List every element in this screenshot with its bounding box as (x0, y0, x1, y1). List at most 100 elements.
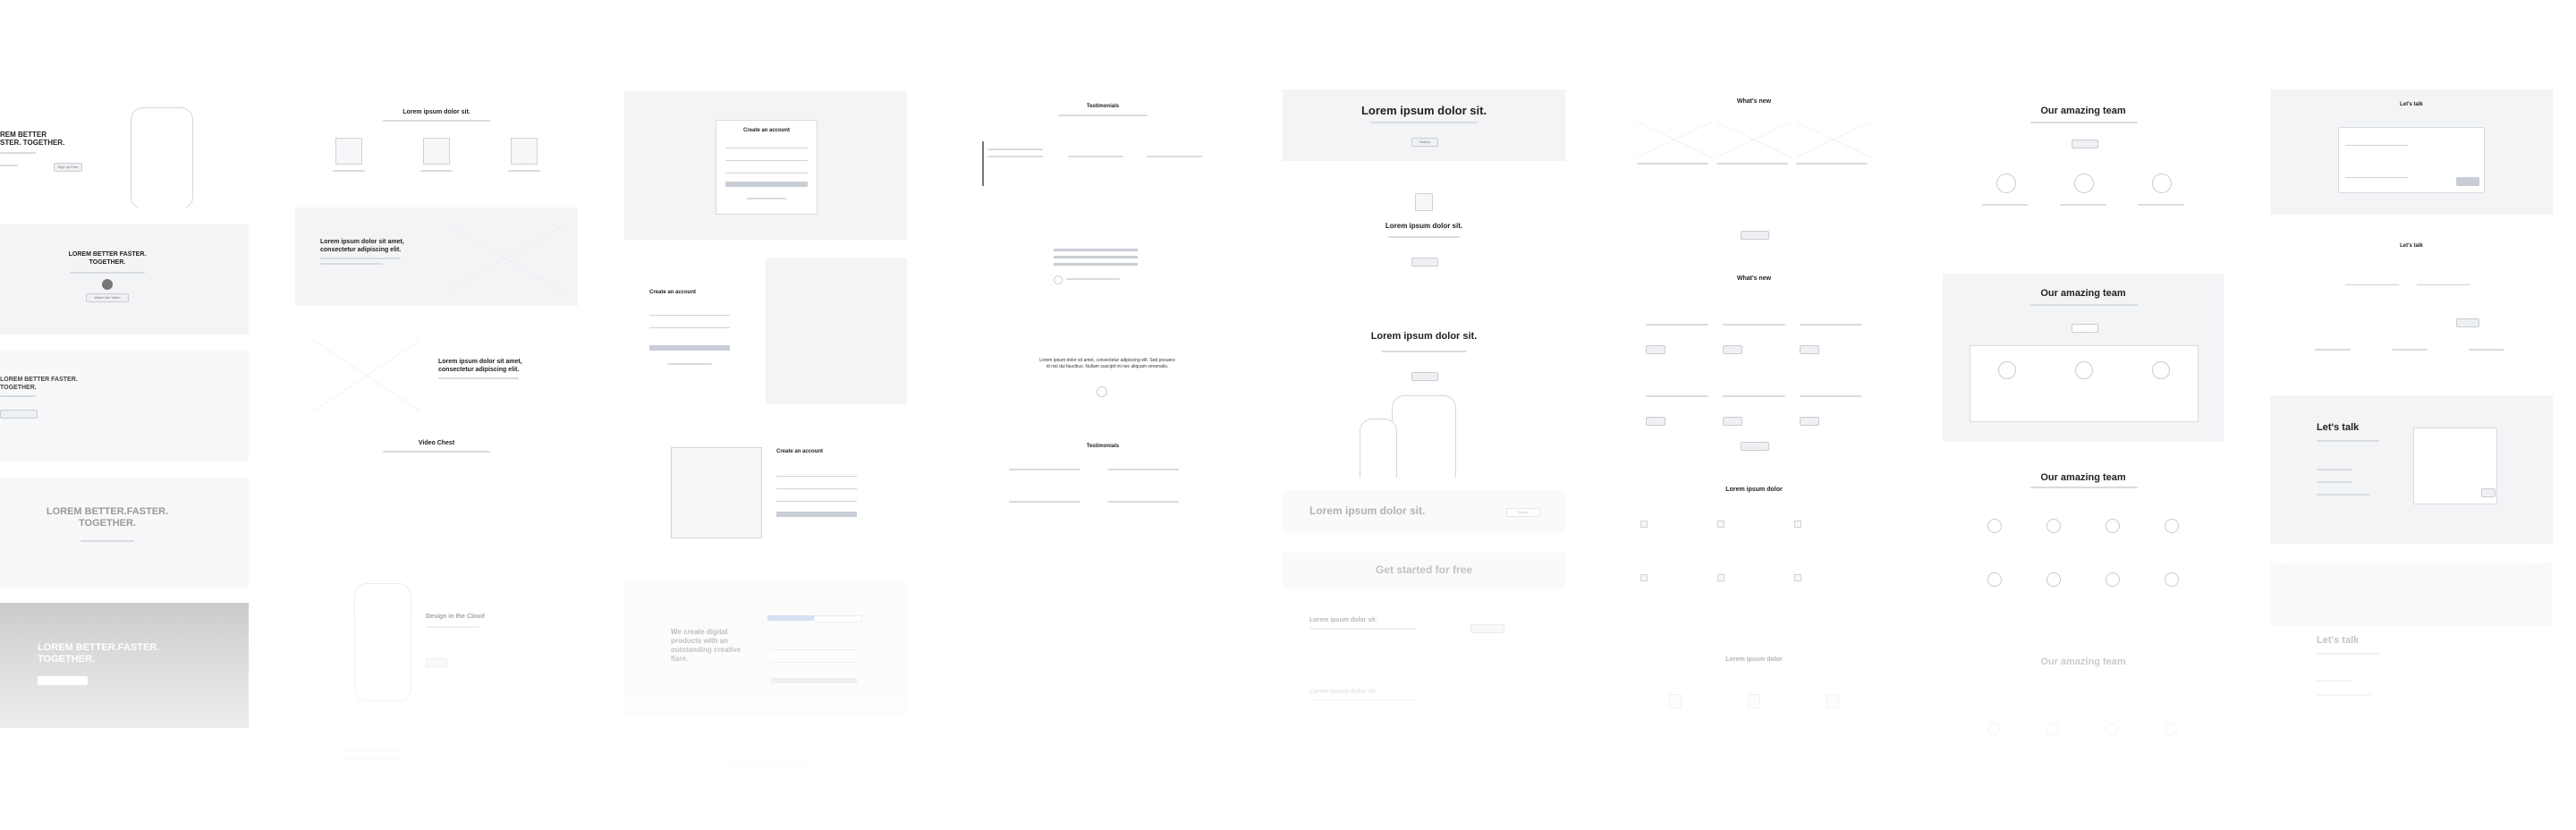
features-grid-1[interactable]: Lorem ipsum dolor (1637, 483, 1871, 626)
tab-active[interactable] (767, 615, 814, 621)
signup-form[interactable]: Create an account (716, 120, 818, 215)
submit-button[interactable] (776, 512, 857, 517)
read-button[interactable] (1723, 345, 1742, 354)
features-grid-2[interactable]: Lorem ipsum dolor (1637, 653, 1871, 787)
footer-line (45, 785, 161, 787)
email-field[interactable] (649, 309, 730, 316)
read-button[interactable] (1800, 345, 1819, 354)
hero-card-2[interactable]: LOREM BETTER FASTER. TOGETHER. Watch the… (0, 224, 249, 335)
team-card-1[interactable]: Our amazing team (1943, 91, 2224, 243)
hero-button[interactable] (38, 676, 88, 685)
column-team: Our amazing team Our amazing team Our am… (1943, 0, 2224, 830)
form-field[interactable] (771, 656, 857, 663)
center-card[interactable]: Lorem ipsum dolor sit. (1283, 188, 1565, 268)
read-button[interactable] (1646, 417, 1665, 426)
login-link[interactable] (747, 198, 786, 199)
banner-card[interactable]: Lorem ipsum dolor sit amet, consectetur … (295, 208, 578, 306)
team-card-3[interactable]: Our amazing team (1943, 465, 2224, 617)
name-field[interactable] (776, 470, 857, 477)
testimonials-card-2[interactable] (982, 236, 1224, 299)
split-card[interactable]: Lorem ipsum dolor sit amet, consectetur … (295, 331, 578, 420)
hero-card-4[interactable]: LOREM BETTER.FASTER. TOGETHER. (0, 478, 249, 589)
cta-bar-button[interactable]: Button (1506, 508, 1540, 517)
member-avatar (2046, 723, 2059, 735)
sub-card-2[interactable]: Lorem ipsum dolor sit. (1283, 680, 1565, 733)
hero-card-1[interactable]: REM BETTER STER. TOGETHER. Sign up Free (0, 91, 249, 208)
contact-card-1[interactable]: Let's talk (2270, 89, 2553, 215)
email-field[interactable] (776, 483, 857, 489)
form-field[interactable] (771, 644, 857, 650)
digital-title: We create digital products with an outst… (671, 628, 741, 663)
cta-button[interactable]: Button (1411, 138, 1438, 147)
form-field[interactable] (2417, 279, 2470, 285)
app-button[interactable] (426, 658, 447, 667)
form-title: Create an account (742, 128, 791, 133)
form-field[interactable] (2345, 279, 2399, 285)
password-field[interactable] (725, 155, 808, 161)
team-card-2[interactable]: Our amazing team (1943, 274, 2224, 442)
quote-line (1009, 501, 1080, 503)
center-button[interactable] (1411, 258, 1438, 267)
email-field[interactable] (725, 142, 808, 148)
testimonials-card-1[interactable]: Testimonials (982, 91, 1224, 199)
send-button[interactable] (2456, 318, 2479, 327)
news-text (1723, 395, 1785, 397)
cta-hero-1[interactable]: Lorem ipsum dolor sit. Button (1283, 89, 1565, 161)
login-link[interactable] (667, 363, 712, 365)
feature-text (420, 170, 453, 172)
send-button[interactable] (2456, 177, 2479, 186)
features-title: Lorem ipsum dolor (1725, 487, 1783, 493)
contact-card-3[interactable]: Let's talk (2270, 395, 2553, 544)
quote-card[interactable]: Lorem ipsum dolor sit amet, consectetur … (982, 331, 1224, 420)
confirm-field[interactable] (725, 167, 808, 174)
send-button[interactable] (2481, 488, 2496, 497)
member-avatar (2152, 361, 2170, 379)
submit-button[interactable] (771, 678, 857, 683)
view-more-button[interactable] (1741, 231, 1769, 240)
phone-hero-button[interactable] (1411, 372, 1438, 381)
testimonials-card-3[interactable]: Testimonials (982, 438, 1224, 528)
password-field[interactable] (649, 322, 730, 328)
password-field[interactable] (776, 495, 857, 502)
member-name (2138, 204, 2184, 206)
features-card[interactable]: Lorem ipsum dolor sit. (295, 91, 578, 199)
column-hero-sections: REM BETTER STER. TOGETHER. Sign up Free … (0, 0, 249, 830)
signup-card-3[interactable]: Create an account (624, 438, 907, 555)
hero-card-5[interactable]: LOREM BETTER.FASTER. TOGETHER. (0, 603, 249, 728)
whatsnew-card-1[interactable]: What's new (1637, 91, 1871, 243)
view-more-button[interactable] (1741, 442, 1769, 451)
cta-bar[interactable]: Lorem ipsum dolor sit. Button (1283, 490, 1565, 533)
team-card-4[interactable]: Our amazing team (1943, 649, 2224, 783)
contact-card-4[interactable]: Let's talk (2270, 626, 2553, 751)
team-title: Our amazing team (2040, 106, 2126, 116)
hero-title: LOREM BETTER FASTER. TOGETHER. (0, 377, 78, 391)
submit-button[interactable] (725, 182, 808, 187)
whatsnew-card-2[interactable]: What's new (1637, 270, 1871, 458)
map-card[interactable] (2270, 563, 2553, 626)
submit-button[interactable] (649, 345, 730, 351)
signup-card-2[interactable]: Create an account (624, 258, 907, 404)
quote-line (987, 148, 1043, 150)
sub-button[interactable] (1470, 624, 1504, 633)
sub-card-1[interactable]: Lorem ipsum dolor sit. (1283, 608, 1565, 662)
team-button[interactable] (2072, 140, 2098, 148)
form-field[interactable] (2345, 172, 2408, 178)
app-card[interactable]: Design in the Cloud (295, 563, 578, 707)
contact-card-2[interactable]: Let's talk (2270, 240, 2553, 374)
video-card[interactable]: Video Chest (295, 429, 578, 546)
hero-button[interactable] (0, 410, 38, 419)
digital-card[interactable]: We create digital products with an outst… (624, 581, 907, 716)
team-button[interactable] (2072, 324, 2098, 333)
read-button[interactable] (1723, 417, 1742, 426)
form-field[interactable] (2345, 140, 2408, 146)
hero-card-3[interactable]: LOREM BETTER FASTER. TOGETHER. (0, 351, 249, 462)
signup-button[interactable]: Sign up Free (54, 163, 82, 172)
watch-video-button[interactable]: Watch the Video (86, 293, 129, 302)
signup-card-1[interactable]: Create an account (624, 91, 907, 240)
phone-hero[interactable]: Lorem ipsum dolor sit. (1283, 326, 1565, 478)
read-button[interactable] (1646, 345, 1665, 354)
play-icon[interactable] (102, 279, 113, 290)
read-button[interactable] (1800, 417, 1819, 426)
getstarted-bar[interactable]: Get started for free (1283, 553, 1565, 589)
tab-inactive[interactable] (814, 615, 862, 622)
